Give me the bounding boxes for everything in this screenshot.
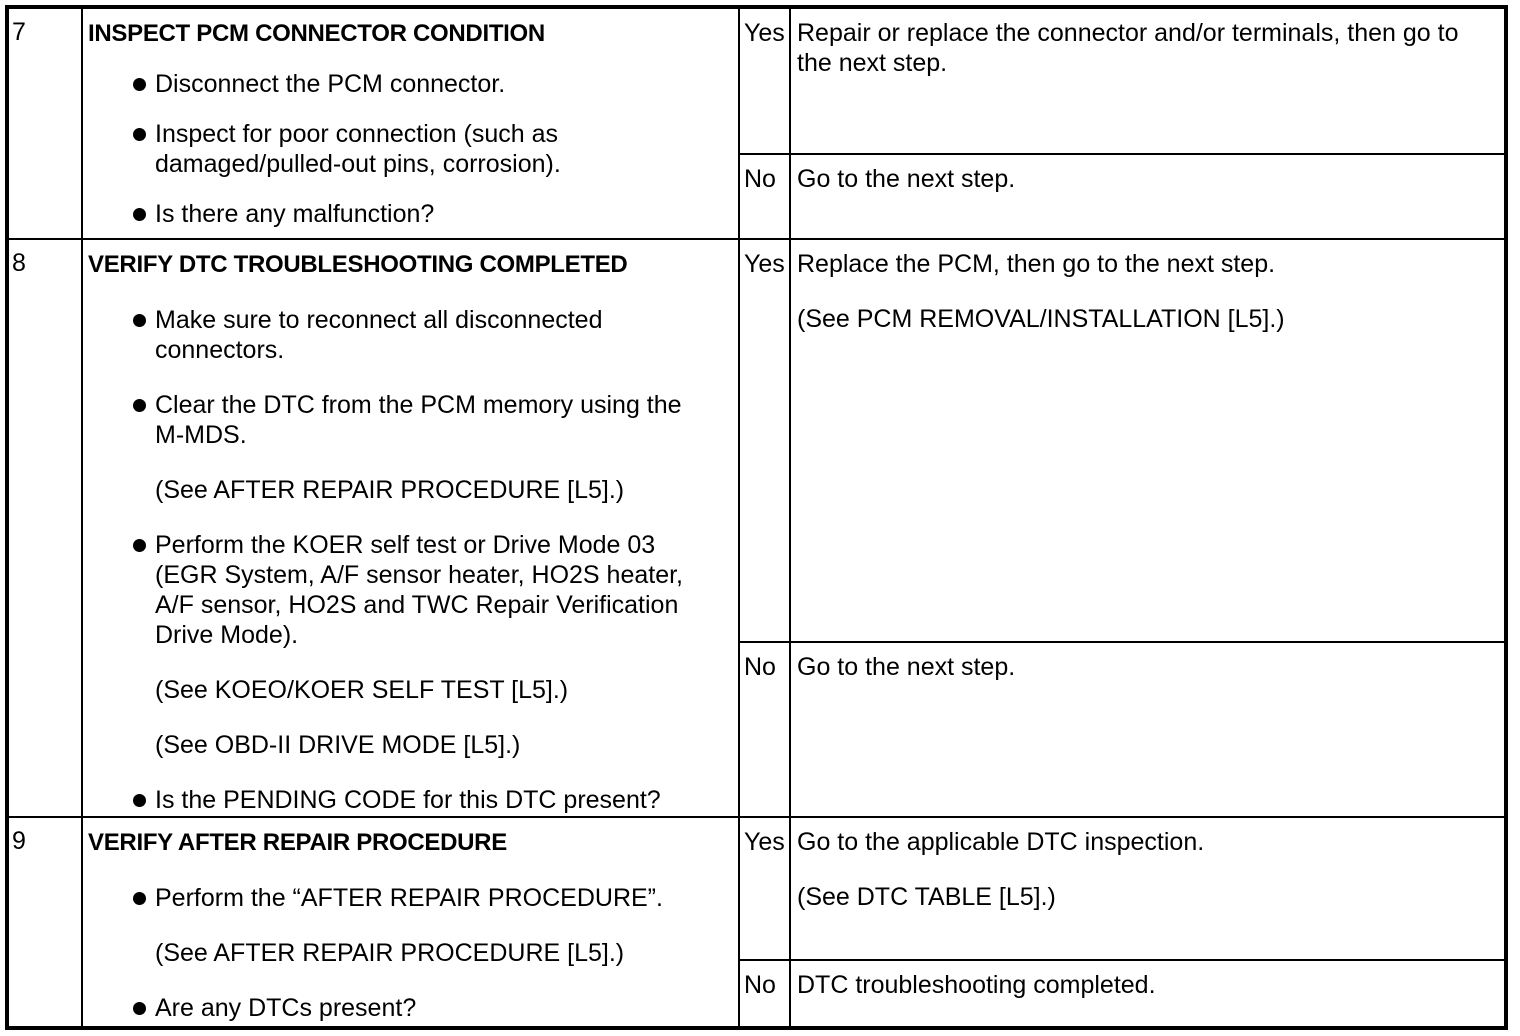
yes-label: Yes [740,240,791,641]
step-number: 9 [9,818,83,1026]
yes-branch: Yes Repair or replace the connector and/… [740,9,1504,155]
result-paragraph: Repair or replace the connector and/or t… [797,18,1494,78]
action-line: M-MDS. [155,421,247,449]
no-branch: No Go to the next step. [740,643,1504,816]
action-line: connectors. [155,336,285,364]
step-title: VERIFY AFTER REPAIR PROCEDURE [88,829,507,856]
action-line: Perform the “AFTER REPAIR PROCEDURE”. [155,884,663,912]
step-title: INSPECT PCM CONNECTOR CONDITION [88,20,545,47]
action-cell: VERIFY AFTER REPAIR PROCEDURE Perform th… [83,818,740,1026]
step-row-8: 8 VERIFY DTC TROUBLESHOOTING COMPLETED M… [9,240,1504,818]
note-line: (See KOEO/KOER SELF TEST [L5].) [155,676,569,704]
result-paragraph: Go to the next step. [797,652,1494,682]
action-bullet-item: Inspect for poor connection (such as dam… [133,119,730,179]
action-bullet-item: Disconnect the PCM connector. [133,69,730,99]
no-result: Go to the next step. [791,643,1504,816]
result-line: Go to the next step. [797,653,1016,681]
bullet-icon [133,530,155,650]
result-line: (See PCM REMOVAL/INSTALLATION [L5].) [797,305,1285,333]
action-bullet-item: Is there any malfunction? [133,199,730,229]
action-line: (EGR System, A/F sensor heater, HO2S hea… [155,561,684,589]
note-line: (See OBD-II DRIVE MODE [L5].) [155,731,521,759]
action-bullet-item: Clear the DTC from the PCM memory using … [133,390,730,450]
result-paragraph: Replace the PCM, then go to the next ste… [797,249,1494,279]
action-bullet-item: Make sure to reconnect all disconnected … [133,305,730,365]
action-line: Is there any malfunction? [155,200,435,228]
action-line: Make sure to reconnect all disconnected [155,306,603,334]
action-line: Inspect for poor connection (such as [155,120,559,148]
action-bullet-item: Are any DTCs present? [133,993,730,1023]
action-bullet-item: Is the PENDING CODE for this DTC present… [133,785,730,815]
action-line: Clear the DTC from the PCM memory using … [155,391,682,419]
result-line: DTC troubleshooting completed. [797,971,1156,999]
action-bullet-item: Perform the “AFTER REPAIR PROCEDURE”. [133,883,730,913]
result-line: the next step. [797,49,948,77]
no-label: No [740,155,791,238]
action-line: Is the PENDING CODE for this DTC present… [155,786,661,814]
step-number: 8 [9,240,83,816]
yes-result: Go to the applicable DTC inspection. (Se… [791,818,1504,959]
no-result: Go to the next step. [791,155,1504,238]
no-label: No [740,643,791,816]
no-label: No [740,961,791,1026]
action-line: Perform the KOER self test or Drive Mode… [155,531,656,559]
result-paragraph: (See DTC TABLE [L5].) [797,882,1494,912]
action-line: A/F sensor, HO2S and TWC Repair Verifica… [155,591,679,619]
decision-cell: Yes Replace the PCM, then go to the next… [740,240,1504,816]
action-cell: INSPECT PCM CONNECTOR CONDITION Disconne… [83,9,740,238]
result-paragraph: Go to the applicable DTC inspection. [797,827,1494,857]
bullet-icon [133,69,155,99]
note-line: (See AFTER REPAIR PROCEDURE [L5].) [155,476,625,504]
bullet-icon [133,119,155,179]
action-cell: VERIFY DTC TROUBLESHOOTING COMPLETED Mak… [83,240,740,816]
bullet-icon [133,305,155,365]
yes-result: Repair or replace the connector and/or t… [791,9,1504,153]
action-line: damaged/pulled-out pins, corrosion). [155,150,561,178]
yes-branch: Yes Replace the PCM, then go to the next… [740,240,1504,643]
bullet-icon [133,199,155,229]
yes-branch: Yes Go to the applicable DTC inspection.… [740,818,1504,961]
action-bullet-item: Perform the KOER self test or Drive Mode… [133,530,730,650]
action-line: Are any DTCs present? [155,994,417,1022]
no-branch: No Go to the next step. [740,155,1504,238]
action-line: Drive Mode). [155,621,299,649]
result-line: Replace the PCM, then go to the next ste… [797,250,1276,278]
yes-label: Yes [740,818,791,959]
step-title: VERIFY DTC TROUBLESHOOTING COMPLETED [88,251,628,278]
result-line: Repair or replace the connector and/or t… [797,19,1459,47]
bullet-icon [133,883,155,913]
result-line: Go to the applicable DTC inspection. [797,828,1205,856]
note-line: (See AFTER REPAIR PROCEDURE [L5].) [155,939,625,967]
decision-cell: Yes Repair or replace the connector and/… [740,9,1504,238]
troubleshooting-table: 7 INSPECT PCM CONNECTOR CONDITION Discon… [5,5,1508,1030]
result-paragraph: DTC troubleshooting completed. [797,970,1494,1000]
bullet-icon [133,993,155,1023]
result-paragraph: (See PCM REMOVAL/INSTALLATION [L5].) [797,304,1494,334]
bullet-icon [133,390,155,450]
action-line: Disconnect the PCM connector. [155,70,506,98]
step-number: 7 [9,9,83,238]
result-paragraph: Go to the next step. [797,164,1494,194]
step-row-7: 7 INSPECT PCM CONNECTOR CONDITION Discon… [9,9,1504,240]
yes-result: Replace the PCM, then go to the next ste… [791,240,1504,641]
action-note: (See AFTER REPAIR PROCEDURE [L5].) [155,475,730,505]
bullet-icon [133,785,155,815]
no-result: DTC troubleshooting completed. [791,961,1504,1026]
result-line: (See DTC TABLE [L5].) [797,883,1056,911]
action-note: (See OBD-II DRIVE MODE [L5].) [155,730,730,760]
yes-label: Yes [740,9,791,153]
decision-cell: Yes Go to the applicable DTC inspection.… [740,818,1504,1026]
result-line: Go to the next step. [797,165,1016,193]
no-branch: No DTC troubleshooting completed. [740,961,1504,1026]
step-row-9: 9 VERIFY AFTER REPAIR PROCEDURE Perform … [9,818,1504,1026]
action-note: (See KOEO/KOER SELF TEST [L5].) [155,675,730,705]
action-note: (See AFTER REPAIR PROCEDURE [L5].) [155,938,730,968]
